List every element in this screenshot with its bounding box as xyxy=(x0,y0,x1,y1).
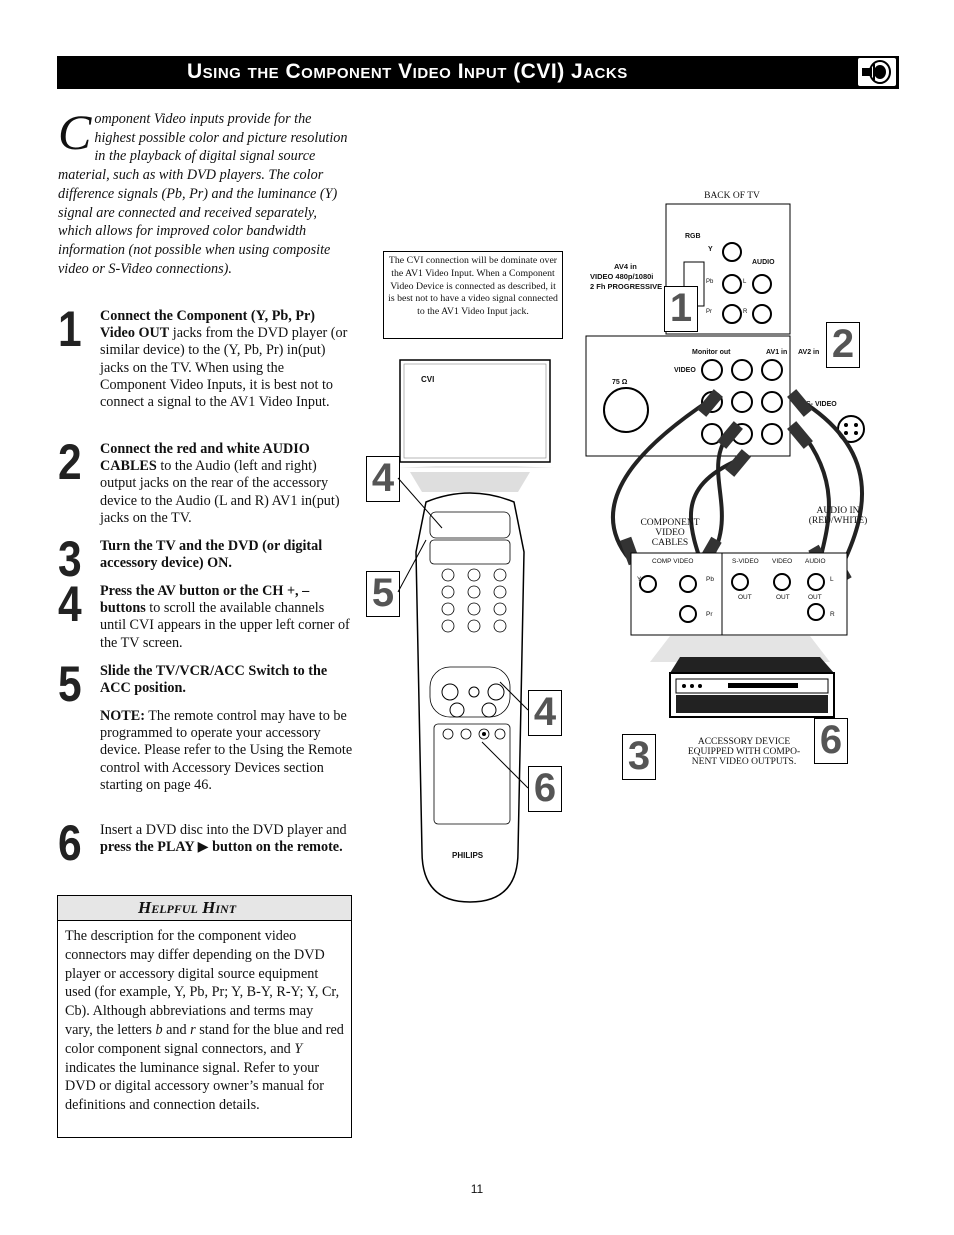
panel-av2: AV2 in xyxy=(798,349,820,356)
panel-audio: AUDIO xyxy=(752,259,775,266)
device-pr: Pr xyxy=(706,611,713,618)
intro-text: omponent Video inputs provide for the hi… xyxy=(58,111,348,277)
device-audio-out: OUT xyxy=(808,594,822,601)
tv-screen-illustration xyxy=(398,359,554,468)
diagram-step-1: 1 xyxy=(664,286,698,332)
device-audio: AUDIO xyxy=(805,558,826,565)
helpful-hint-box: Helpful Hint The description for the com… xyxy=(57,895,352,1138)
panel-r: R xyxy=(743,309,748,315)
step-body: to scroll the available channels until C… xyxy=(100,600,350,651)
panel-pr: Pr xyxy=(706,309,712,315)
step-number: 3 xyxy=(58,531,82,587)
step-bold: Turn the TV and the DVD (or digital acce… xyxy=(100,538,323,572)
device-video-out: OUT xyxy=(776,594,790,601)
device-svideo: S-VIDEO xyxy=(732,558,759,565)
step-number: 5 xyxy=(58,656,82,712)
panel-l: L xyxy=(743,279,747,285)
step-pre: Insert a DVD disc into the DVD player an… xyxy=(100,822,347,838)
component-cables-label: COMPONENT VIDEO CABLES xyxy=(640,518,700,548)
diagram-step-4-bottom: 4 xyxy=(528,690,562,736)
device-pb: Pb xyxy=(706,576,714,583)
connection-cables xyxy=(610,389,864,602)
step-number: 4 xyxy=(58,576,82,632)
panel-video: VIDEO xyxy=(674,367,696,374)
cvi-callout-box: The CVI connection will be dominate over… xyxy=(383,251,563,339)
remote-brand: PHILIPS xyxy=(452,851,484,860)
step-number: 2 xyxy=(58,434,82,490)
panel-pb: Pb xyxy=(706,279,714,285)
panel-video480: VIDEO 480p/1080i xyxy=(590,272,654,281)
hint-title: Helpful Hint xyxy=(58,896,351,921)
hint-body: The description for the component video … xyxy=(65,928,344,1114)
device-comp-video: COMP VIDEO xyxy=(652,558,694,565)
drop-cap: C xyxy=(58,104,92,160)
device-svideo-out: OUT xyxy=(738,594,752,601)
page-number: 11 xyxy=(470,1182,484,1196)
panel-y: Y xyxy=(708,246,713,253)
step-bold: Connect the Component (Y, Pb, Pr) Video … xyxy=(100,308,316,342)
device-l: L xyxy=(830,576,834,583)
remote-control xyxy=(410,472,530,903)
back-of-tv-label: BACK OF TV xyxy=(704,191,760,201)
step-bold: press the PLAY ▶ button on the remote. xyxy=(100,839,343,856)
panel-rgb: RGB xyxy=(685,233,701,240)
screen-cvi-label: CVI xyxy=(421,375,435,384)
device-r: R xyxy=(830,611,835,618)
device-video: VIDEO xyxy=(772,558,793,565)
diagram-step-5: 5 xyxy=(366,571,400,617)
panel-svideo: S- VIDEO xyxy=(806,401,837,408)
step-body: to the Audio (left and right) output jac… xyxy=(100,458,340,526)
note: NOTE: The remote control may have to be … xyxy=(100,708,353,794)
accessory-device-label: ACCESSORY DEVICE EQUIPPED WITH COMPO- NE… xyxy=(687,737,801,767)
panel-av1: AV1 in xyxy=(766,349,788,356)
section-title-bar: Using the Component Video Input (CVI) Ja… xyxy=(57,56,899,89)
note-label: NOTE: xyxy=(100,708,145,724)
diagram-step-6-remote: 6 xyxy=(528,766,562,812)
step-body: jacks from the DVD player (or similar de… xyxy=(100,325,348,411)
audio-in-label: AUDIO IN (RED/WHITE) xyxy=(808,506,868,526)
panel-monitor-out: Monitor out xyxy=(692,349,731,356)
step-bold: Press the AV button or the CH +, – butto… xyxy=(100,583,310,617)
note-text: The remote control may have to be progra… xyxy=(100,708,353,793)
step-number: 6 xyxy=(58,815,82,871)
panel-ohm: 75 Ω xyxy=(612,379,628,386)
diagram-step-3: 3 xyxy=(622,734,656,780)
device-y: Y xyxy=(637,576,642,583)
step-bold: Slide the TV/VCR/ACC Switch to the ACC p… xyxy=(100,663,328,697)
accessory-plug-icon xyxy=(858,58,896,86)
leader-lines xyxy=(397,477,529,789)
dvd-player xyxy=(669,657,835,718)
panel-progressive: 2 Fh PROGRESSIVE xyxy=(590,282,663,291)
step-number: 1 xyxy=(58,301,82,357)
step-bold: Connect the red and white AUDIO CABLES xyxy=(100,441,310,475)
panel-av4: AV4 in xyxy=(614,262,637,271)
page-title: Using the Component Video Input (CVI) Ja… xyxy=(187,60,628,83)
diagram-step-2: 2 xyxy=(826,322,860,368)
diagram-step-6-dvd: 6 xyxy=(814,718,848,764)
device-jack-panel xyxy=(630,552,848,662)
